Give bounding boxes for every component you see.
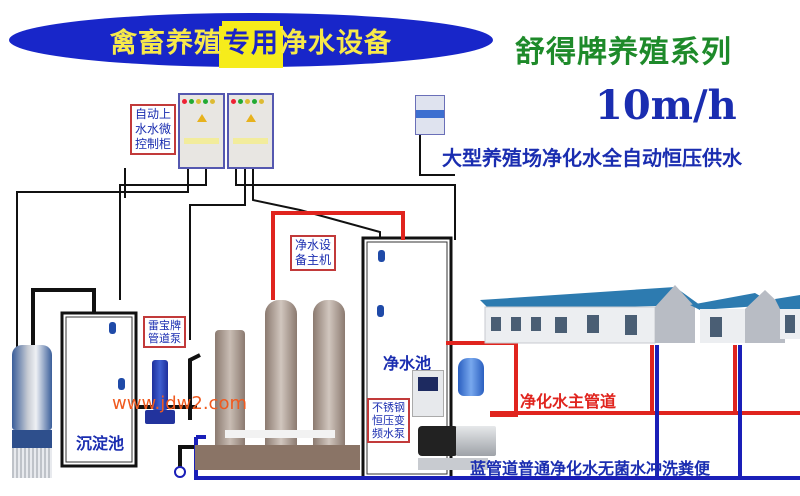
callout-control-cabinet: 自动上 水水微 控制柜 [130,104,177,155]
banner-title-part1: 禽畜养殖 [110,27,222,59]
subtitle: 大型养殖场净化水全自动恒压供水 [442,146,742,170]
pipeline-pump [145,360,175,435]
title-banner: 禽畜养殖 专用 净水设备 [8,12,494,68]
banner-title-highlight: 专用 [222,20,280,60]
float-switch-icon [118,378,125,390]
purified-main-pipe-label: 净化水主管道 [520,392,617,411]
control-cabinet-2 [227,93,274,169]
circuit-breaker-icon [415,95,445,135]
inverter-controller [412,370,444,417]
submersible-pump [12,345,52,485]
float-switch-icon [377,305,384,317]
callout-booster-pump: 不锈钢 恒压变 频水泵 [367,398,410,443]
settling-tank-label: 沉淀池 [76,434,125,453]
pressure-tank [458,358,484,396]
purification-main-unit [195,290,360,470]
float-switch-icon [109,322,116,334]
banner-title-part2: 净水设备 [280,27,392,59]
watermark: www.jdw2.com [112,393,247,414]
callout-main-unit: 净水设 备主机 [290,235,337,271]
booster-pump [418,418,496,474]
livestock-barns [475,265,800,345]
float-switch-icon [378,250,385,262]
brand-series: 舒得牌养殖系列 [515,35,732,70]
control-cabinet-1 [178,93,225,169]
clean-water-tank-label: 净水池 [383,354,432,373]
capacity-label: 10m/h [595,82,737,129]
blue-pipe-label: 蓝管道普通净化水无菌水冲洗粪便 [470,459,711,478]
callout-pipeline-pump: 雷宝牌 管道泵 [143,316,186,348]
